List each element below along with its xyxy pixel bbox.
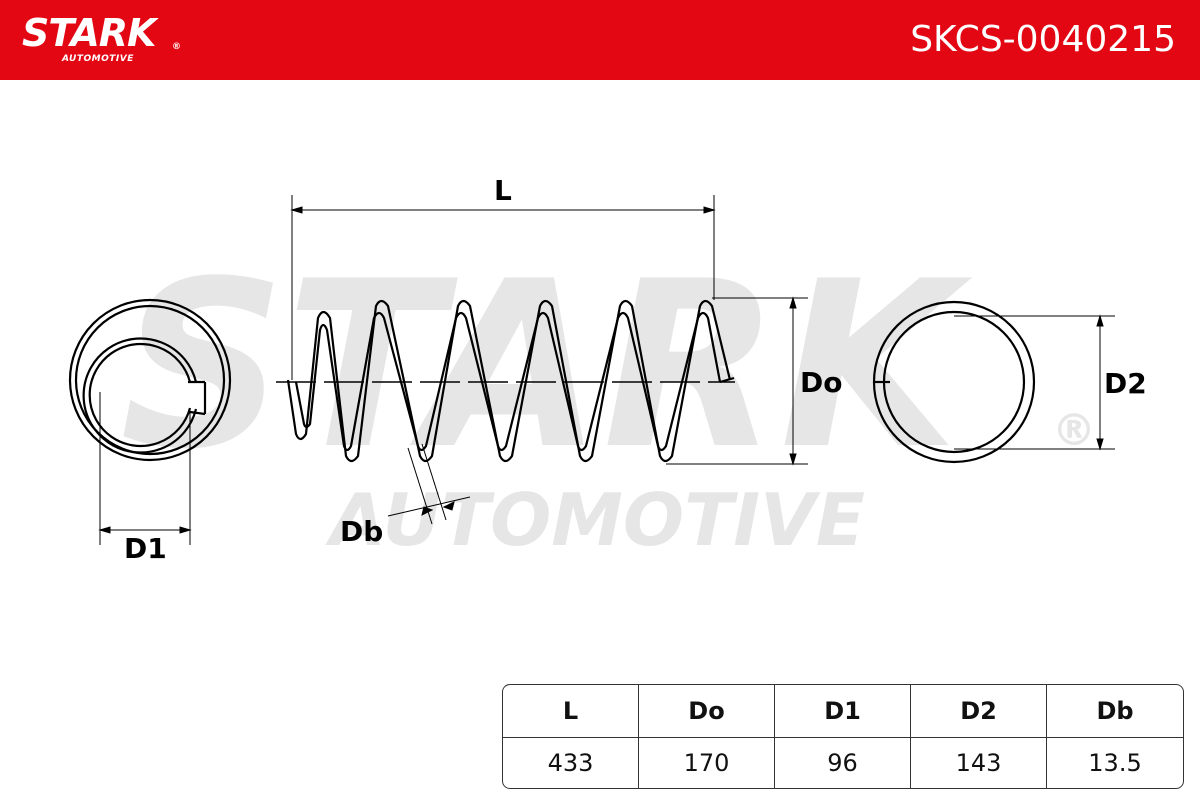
brand-subtitle: AUTOMOTIVE bbox=[62, 54, 134, 64]
label-d1: D1 bbox=[124, 532, 167, 565]
specs-value-db: 13.5 bbox=[1088, 749, 1142, 777]
header-bar: STARK ® AUTOMOTIVE SKCS-0040215 bbox=[0, 0, 1200, 80]
specs-header-db: Db bbox=[1047, 685, 1183, 738]
specs-header-do: Do bbox=[639, 685, 775, 738]
specs-value-l: 433 bbox=[503, 738, 639, 788]
watermark-subtitle: AUTOMOTIVE bbox=[325, 478, 865, 562]
label-d2: D2 bbox=[1104, 367, 1147, 400]
part-number: SKCS-0040215 bbox=[910, 19, 1176, 60]
brand-name: STARK bbox=[22, 11, 156, 55]
specs-header-d2: D2 bbox=[911, 685, 1047, 738]
spring-side-view bbox=[276, 299, 735, 463]
label-do: Do bbox=[800, 366, 842, 399]
specs-value-d1: 96 bbox=[775, 738, 911, 788]
dimension-l bbox=[290, 195, 716, 380]
watermark: STARK AUTOMOTIVE ® bbox=[120, 233, 1096, 562]
specs-header-row: L Do D1 D2 Db bbox=[503, 685, 1183, 738]
specs-value-do: 170 bbox=[639, 738, 775, 788]
specs-header-d1: D1 bbox=[775, 685, 911, 738]
watermark-brand: STARK bbox=[120, 233, 973, 500]
dimension-d1 bbox=[98, 392, 192, 545]
dimension-do bbox=[666, 296, 808, 466]
end-view-right bbox=[872, 300, 1036, 464]
specs-value-row: 433 170 96 143 13.5 bbox=[503, 738, 1183, 788]
brand-registered-mark: ® bbox=[172, 42, 181, 52]
specs-table: L Do D1 D2 Db 433 170 96 143 13.5 bbox=[502, 684, 1184, 789]
watermark-registered-mark: ® bbox=[1052, 405, 1096, 456]
dimension-db bbox=[387, 443, 471, 525]
brand-logo: STARK ® AUTOMOTIVE bbox=[22, 11, 181, 64]
end-view-left bbox=[68, 298, 232, 462]
specs-value-d2: 143 bbox=[911, 738, 1047, 788]
label-l: L bbox=[494, 174, 512, 207]
specs-header-l: L bbox=[503, 685, 639, 738]
dimension-d2 bbox=[954, 314, 1115, 451]
label-db: Db bbox=[340, 515, 383, 548]
